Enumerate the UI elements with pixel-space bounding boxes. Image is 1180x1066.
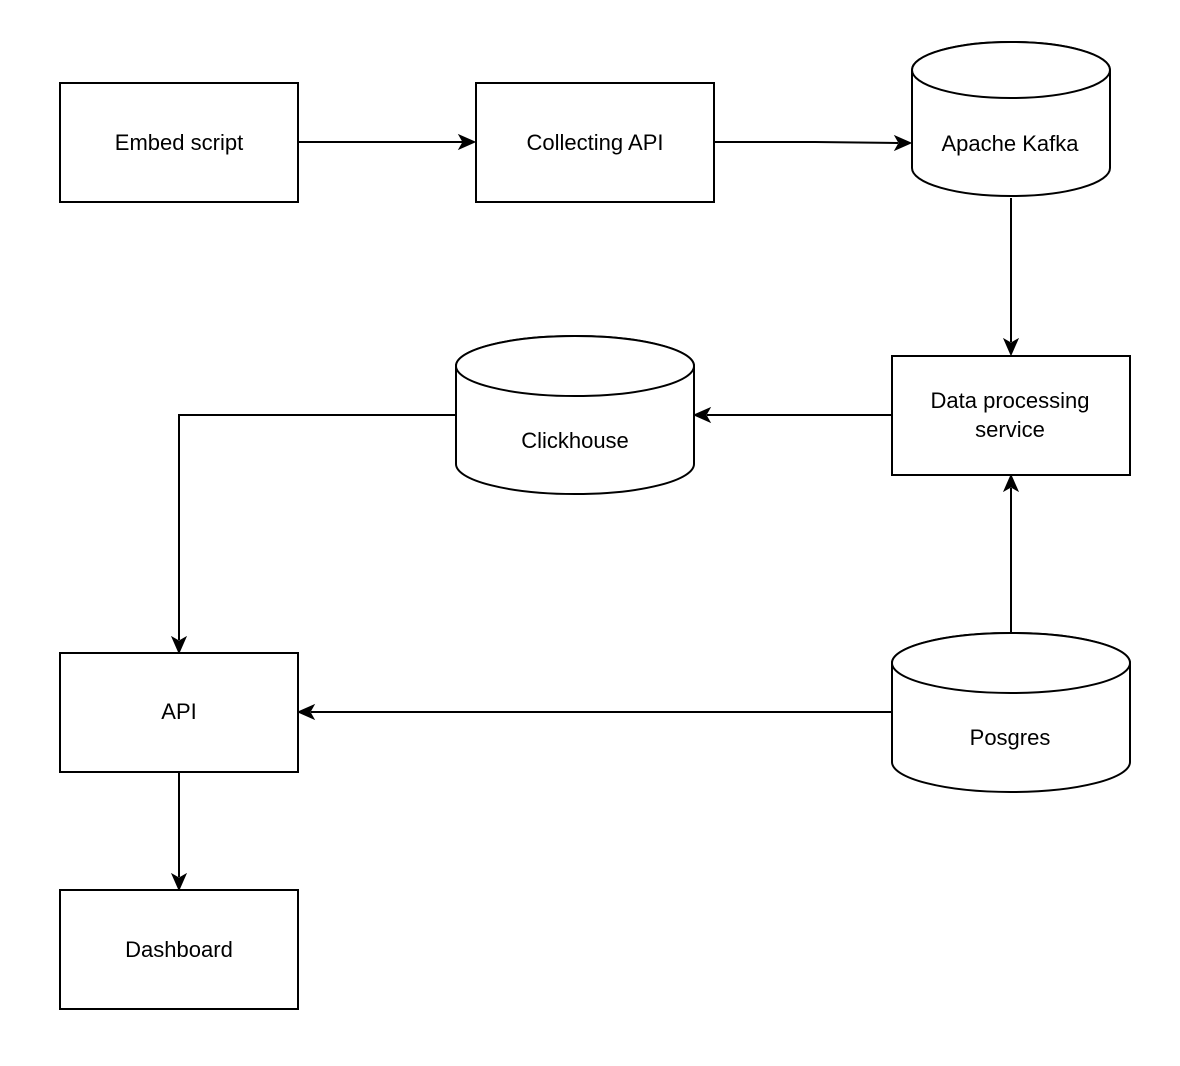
node-embed-script[interactable]: Embed script bbox=[59, 82, 299, 203]
node-label: Clickhouse bbox=[521, 428, 629, 453]
arrowhead-left-icon bbox=[692, 406, 712, 424]
node-collecting-api[interactable]: Collecting API bbox=[475, 82, 715, 203]
cylinder-top bbox=[911, 41, 1111, 99]
edge-posgres-to-api bbox=[296, 703, 891, 721]
arrowhead-right-icon bbox=[457, 133, 477, 151]
node-label: Collecting API bbox=[527, 130, 664, 155]
node-apache-kafka[interactable]: Apache Kafka bbox=[911, 41, 1111, 197]
edge-api-to-dashboard bbox=[170, 772, 188, 892]
node-label-line-2: service bbox=[975, 417, 1045, 442]
edge-posgres-to-processing bbox=[1002, 473, 1020, 633]
edge-clickhouse-to-api bbox=[170, 414, 456, 655]
rectangle-shape bbox=[59, 82, 299, 203]
rectangle-shape bbox=[891, 355, 1131, 476]
edge-embed-to-collecting bbox=[298, 133, 477, 151]
arrowhead-left-icon bbox=[296, 703, 316, 721]
node-label: Apache Kafka bbox=[942, 131, 1080, 156]
edge-processing-to-clickhouse bbox=[692, 406, 891, 424]
node-clickhouse[interactable]: Clickhouse bbox=[455, 335, 695, 495]
node-label: Posgres bbox=[970, 725, 1051, 750]
cylinder-top bbox=[891, 632, 1131, 694]
node-posgres[interactable]: Posgres bbox=[891, 632, 1131, 793]
arrowhead-up-icon bbox=[1002, 473, 1020, 493]
edge-kafka-to-processing bbox=[1002, 198, 1020, 357]
rectangle-shape bbox=[475, 82, 715, 203]
node-label: Embed script bbox=[115, 130, 243, 155]
rectangle-shape bbox=[59, 652, 299, 773]
rectangle-shape bbox=[59, 889, 299, 1010]
node-dashboard[interactable]: Dashboard bbox=[59, 889, 299, 1010]
cylinder-top bbox=[455, 335, 695, 397]
arrowhead-down-icon bbox=[170, 635, 188, 655]
node-api[interactable]: API bbox=[59, 652, 299, 773]
node-label: API bbox=[161, 699, 196, 724]
edges bbox=[170, 133, 1020, 892]
arrowhead-down-icon bbox=[170, 872, 188, 892]
arrowhead-right-icon bbox=[893, 134, 913, 152]
node-label: Dashboard bbox=[125, 937, 233, 962]
node-data-processing-service[interactable]: Data processing service bbox=[891, 355, 1131, 476]
node-label-line-1: Data processing bbox=[931, 388, 1090, 413]
arrowhead-down-icon bbox=[1002, 337, 1020, 357]
edge-collecting-to-kafka bbox=[714, 134, 913, 152]
